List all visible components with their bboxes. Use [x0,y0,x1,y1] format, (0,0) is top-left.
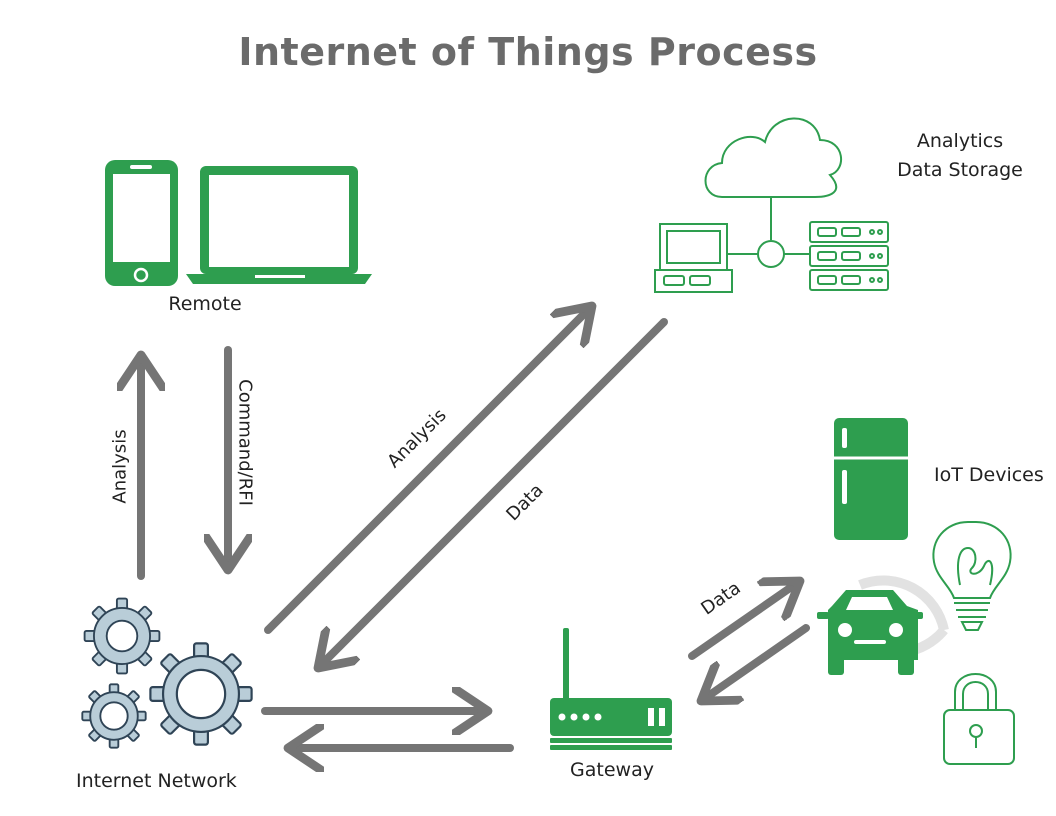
arrow-devices-to-gateway [701,624,810,701]
analytics-label: Analytics [916,130,1004,152]
edge-label-command-rfi: Command/RFI [234,379,256,506]
server-rack-icon [809,221,889,291]
remote-label: Remote [168,293,242,315]
laptop-icon [186,166,372,284]
refrigerator-icon [834,418,908,540]
internet-network-label: Internet Network [76,770,237,792]
lightbulb-icon [932,521,1012,631]
arrow-gateway-to-devices [688,581,800,660]
diagram-title: Internet of Things Process [238,30,818,74]
padlock-icon [943,673,1015,765]
car-icon [817,590,923,675]
gears-icon [81,597,253,749]
router-icon [550,628,672,750]
gateway-label: Gateway [570,759,654,781]
iot-devices-label: IoT Devices [934,464,1044,486]
cloud-icon [704,117,843,268]
workstation-icon [654,223,733,293]
arrow-network-to-cloud [264,306,592,634]
arrow-cloud-to-network [318,318,668,668]
data-storage-label: Data Storage [897,159,1023,181]
edge-label-remote-analysis: Analysis [109,429,131,504]
phone-icon [105,160,178,286]
